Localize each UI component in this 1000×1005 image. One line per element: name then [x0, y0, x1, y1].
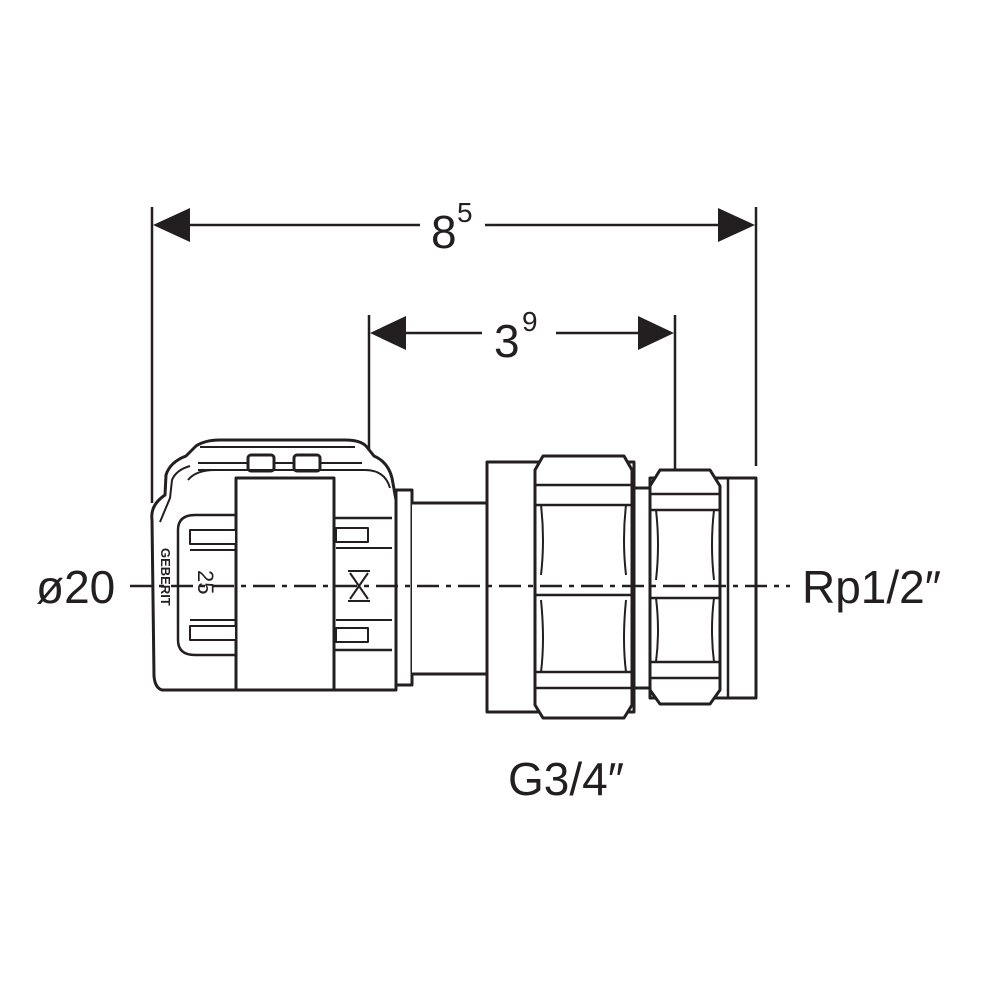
inner-dimension-value: 3: [494, 315, 520, 367]
arrowhead-inner-right: [638, 316, 674, 350]
arrowhead-right: [718, 208, 755, 242]
arrowhead-inner-left: [370, 316, 406, 350]
pushfit-shoulder: [187, 469, 391, 489]
overall-dimension-superscript: 5: [457, 197, 473, 228]
outlet-flank-2: [711, 509, 715, 581]
outlet-flank-1: [655, 509, 659, 581]
right-slot-lower: [335, 627, 369, 643]
window-top-contour: [176, 513, 236, 531]
pushfit-inner-contour: [159, 465, 191, 523]
arrowhead-left: [153, 208, 190, 242]
inner-dimension-superscript: 9: [522, 306, 538, 337]
pipe-diameter-label: ø20: [36, 561, 115, 613]
inner-dimension: [367, 315, 677, 568]
spacer-ring: [632, 486, 652, 690]
size-marking: 25: [193, 570, 218, 594]
collar-ring: [394, 488, 414, 687]
release-tab-left: [246, 453, 276, 473]
overall-dimension: [150, 207, 758, 503]
flow-symbol-diagonal-2: [349, 572, 369, 600]
pushfit-body: [150, 438, 398, 692]
flow-direction-symbol: [348, 570, 370, 602]
clamp-band: [234, 476, 336, 692]
outlet-flank-4: [711, 597, 715, 663]
hex-flank-2: [623, 504, 627, 576]
right-slot-upper: [335, 527, 369, 543]
window-slot-upper: [189, 529, 237, 545]
hex-flank-3: [540, 599, 544, 673]
connecting-neck: [412, 501, 489, 676]
brand-marking: GEBERIT: [158, 548, 173, 606]
outlet-hex: [648, 468, 722, 706]
threaded-outlet: [648, 468, 758, 706]
overall-dimension-value: 8: [431, 206, 457, 258]
release-tab-right: [292, 453, 322, 473]
hex-flank-4: [623, 599, 627, 673]
window-slot-lower: [189, 625, 237, 641]
outlet-flank-3: [655, 597, 659, 663]
nut-thread-label: G3/4″: [508, 753, 624, 805]
outlet-thread-label: Rp1/2″: [802, 561, 941, 613]
hex-flank-1: [540, 504, 544, 576]
window-bottom-contour: [176, 639, 236, 657]
